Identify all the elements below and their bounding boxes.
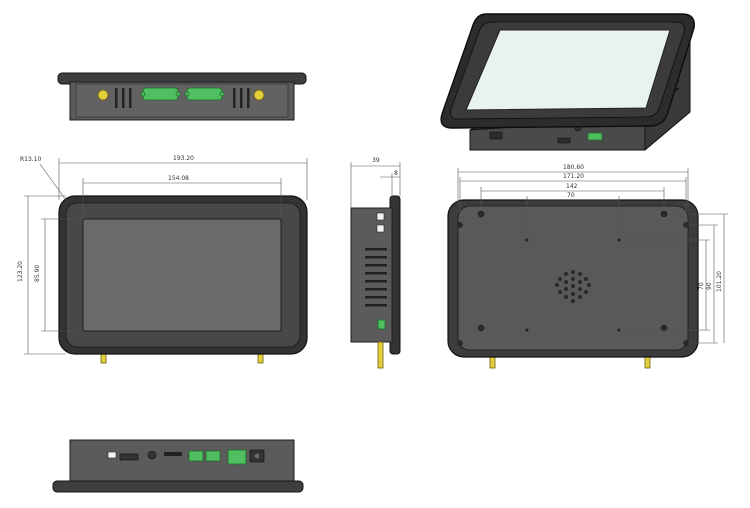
front-screen-height-label: 85.90 <box>34 265 41 282</box>
rear-width-label: 180.60 <box>563 164 584 171</box>
top-view-panel <box>75 83 289 118</box>
top-vent-slot <box>247 88 250 108</box>
front-width-label: 193.20 <box>173 155 194 162</box>
rear-mount-hole <box>457 222 463 228</box>
iso-port-green <box>587 132 603 141</box>
rear-vesa-point <box>617 328 621 332</box>
side-green-port <box>377 319 386 330</box>
rear-height-label: 101.20 <box>716 271 723 292</box>
rear-vesa-point <box>525 328 529 332</box>
bottom-usb-green <box>188 450 204 462</box>
rear-mount-hole <box>477 324 485 332</box>
top-db9-connector <box>186 87 223 101</box>
front-view <box>58 195 308 364</box>
front-radius-label: R13.10 <box>20 156 42 163</box>
bottom-power-jack <box>253 452 261 460</box>
isometric-view <box>440 13 695 151</box>
connector-screw <box>175 91 181 97</box>
front-height-label: 123.20 <box>17 261 24 282</box>
side-depth-label: 39 <box>372 157 380 164</box>
top-antenna-right <box>253 89 265 101</box>
rear-vesa-point <box>617 238 621 242</box>
front-dimensions: 193.20 154.08 123.20 85.90 R13.10 <box>17 155 308 355</box>
bottom-port <box>119 453 139 461</box>
side-dimensions: 39 8 <box>350 157 401 208</box>
side-antenna <box>377 341 384 369</box>
rear-v90-label: 90 <box>706 282 713 290</box>
rear-hole-spacing-inner-label: 70 <box>567 192 575 199</box>
bottom-port <box>107 451 117 459</box>
rear-mount-hole <box>683 340 689 346</box>
rear-mount-hole <box>683 222 689 228</box>
top-vent-slot <box>129 88 132 108</box>
top-vent-slot <box>115 88 118 108</box>
rear-mount-hole <box>457 340 463 346</box>
connector-screw <box>140 91 146 97</box>
bottom-flange <box>52 480 304 493</box>
rear-mount-hole <box>477 210 485 218</box>
rear-mount-hole <box>660 324 668 332</box>
rear-view <box>447 199 699 369</box>
side-body <box>350 207 393 343</box>
side-view <box>350 195 401 369</box>
bottom-view <box>52 439 304 493</box>
rear-speaker-grille <box>555 270 591 303</box>
front-screen <box>82 218 282 332</box>
iso-port <box>489 131 503 140</box>
iso-port <box>557 137 571 144</box>
connector-screw <box>219 91 225 97</box>
rear-v70-label: 70 <box>698 282 705 290</box>
top-vent-slot <box>240 88 243 108</box>
top-vent-slot <box>122 88 125 108</box>
side-button <box>376 212 385 221</box>
side-bezel-label: 8 <box>394 170 398 177</box>
bottom-usb-green <box>205 450 221 462</box>
side-vents <box>365 248 387 307</box>
bottom-port <box>164 452 182 456</box>
rear-hole-spacing-label: 142 <box>566 183 578 190</box>
connector-screw <box>184 91 190 97</box>
top-view <box>57 72 307 121</box>
rear-vesa-point <box>525 238 529 242</box>
top-vent-slot <box>233 88 236 108</box>
rear-mount-hole <box>660 210 668 218</box>
iso-screen <box>465 29 671 111</box>
top-db9-connector <box>142 87 179 101</box>
rear-width-2-label: 171.20 <box>563 173 584 180</box>
rear-dimensions: 180.60 171.20 142 70 70 90 101.20 <box>457 164 728 344</box>
bottom-rj45-green <box>227 449 247 465</box>
front-screen-width-label: 154.08 <box>168 175 189 182</box>
side-button <box>376 224 385 233</box>
top-antenna-left <box>97 89 109 101</box>
bottom-audio-port <box>147 450 157 460</box>
